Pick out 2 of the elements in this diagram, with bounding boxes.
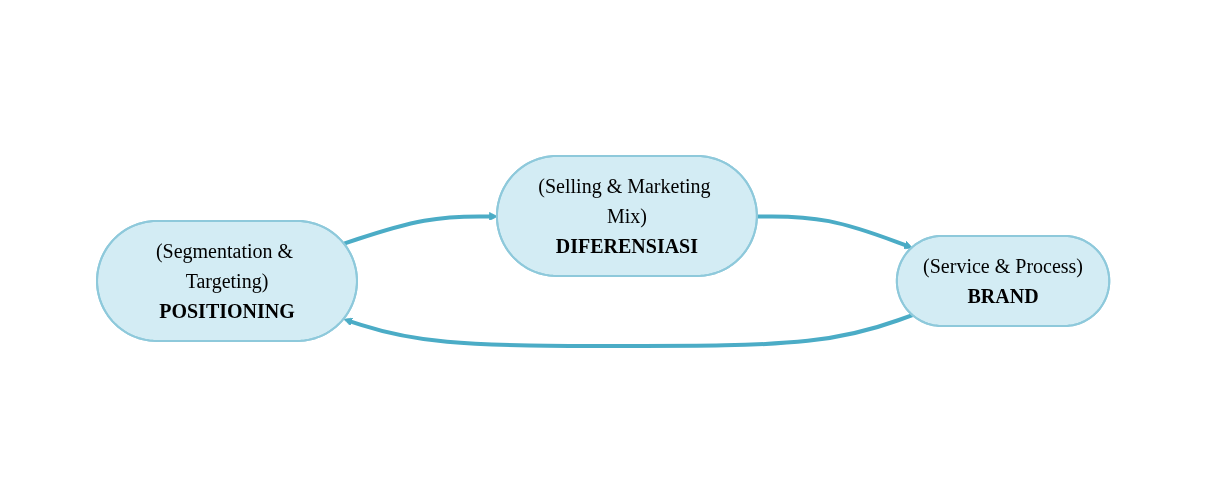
arrow [343,313,914,348]
arrow [757,214,914,250]
